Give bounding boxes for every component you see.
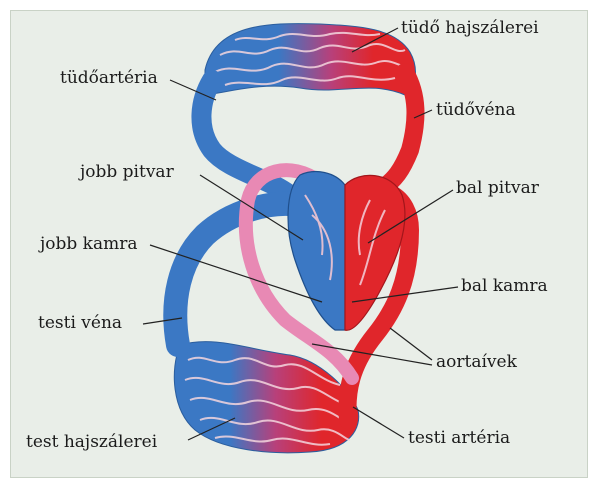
label-systemic-artery: testi artéria [408, 428, 510, 448]
label-body-capillaries: test hajszálerei [26, 432, 157, 452]
label-pulmonary-vein: tüdővéna [436, 100, 516, 120]
label-right-ventricle: jobb kamra [40, 234, 138, 254]
heart-right-side [288, 172, 345, 330]
label-lung-capillaries: tüdő hajszálerei [401, 18, 539, 38]
label-right-atrium: jobb pitvar [80, 162, 174, 182]
label-pulmonary-artery: tüdőartéria [60, 68, 158, 88]
label-left-ventricle: bal kamra [461, 276, 548, 296]
label-aortic-arches: aortaívek [436, 352, 517, 372]
label-systemic-vein: testi véna [38, 313, 122, 333]
lung-capillary-bed [205, 24, 415, 95]
label-left-atrium: bal pitvar [456, 178, 539, 198]
